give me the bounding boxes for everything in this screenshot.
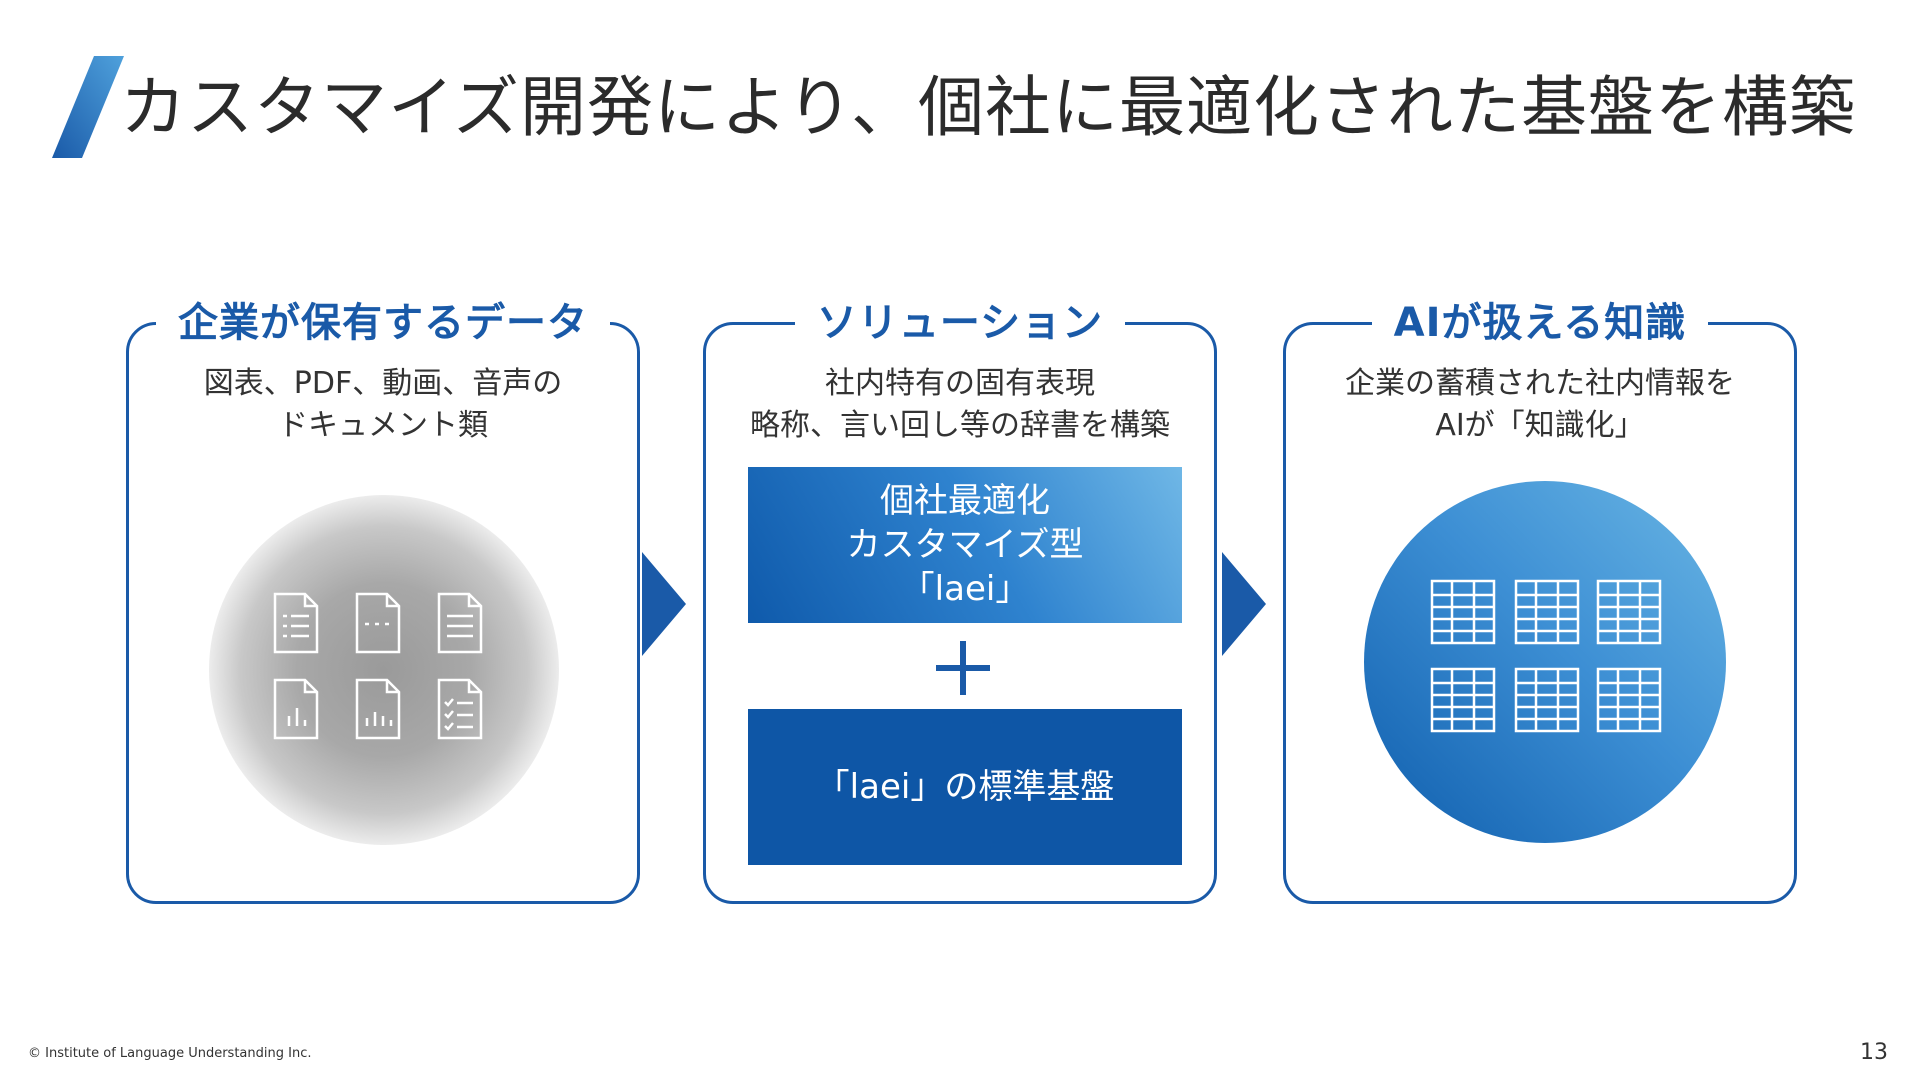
panel-desc-company-data: 図表、PDF、動画、音声の ドキュメント類 — [203, 366, 563, 443]
arrow-right-icon — [642, 552, 686, 656]
knowledge-circle — [1364, 481, 1726, 843]
document-cluster-icon — [273, 592, 483, 740]
title-accent-bar — [52, 56, 124, 158]
arrow-right-icon — [1222, 552, 1266, 656]
blurred-document-cloud — [209, 495, 559, 845]
footer-copyright: © Institute of Language Understanding In… — [28, 1046, 312, 1061]
panel-solution: ソリューション 社内特有の固有表現 略称、言い回し等の辞書を構築 個社最適化 カ… — [703, 291, 1217, 904]
panel-title-solution: ソリューション — [794, 291, 1126, 355]
panel-desc-ai-knowledge: 企業の蓄積された社内情報を AIが「知識化」 — [1345, 366, 1735, 443]
table-grid-icon — [1430, 579, 1662, 733]
panel-company-data: 企業が保有するデータ 図表、PDF、動画、音声の ドキュメント類 — [126, 291, 640, 904]
panel-title-ai-knowledge: AIが扱える知識 — [1371, 291, 1709, 355]
panel-ai-knowledge: AIが扱える知識 企業の蓄積された社内情報を AIが「知識化」 — [1283, 291, 1797, 904]
custom-laei-box: 個社最適化 カスタマイズ型 「laei」 — [748, 467, 1182, 623]
plus-icon — [936, 641, 990, 695]
panel-title-company-data: 企業が保有するデータ — [156, 291, 610, 355]
page-number: 13 — [1860, 1040, 1888, 1065]
standard-laei-box: 「laei」の標準基盤 — [748, 709, 1182, 865]
panel-desc-solution: 社内特有の固有表現 略称、言い回し等の辞書を構築 — [750, 366, 1170, 443]
page-title: カスタマイズ開発により、個社に最適化された基盤を構築 — [120, 69, 1857, 146]
